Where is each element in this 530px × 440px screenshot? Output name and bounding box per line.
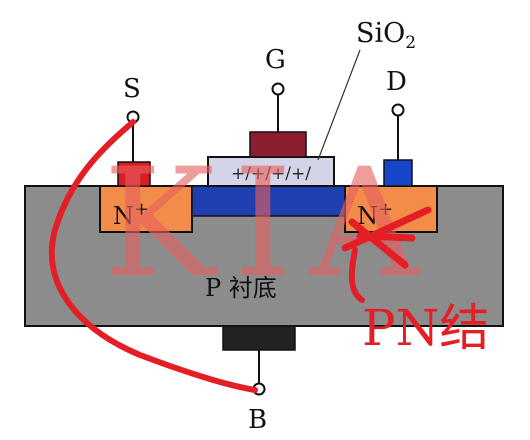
watermark-text: KIA [103,137,437,311]
gate-label: G [265,45,286,75]
body-contact [222,325,296,351]
pn-junction-label: PN结 [362,299,489,357]
drain-terminal-node [391,103,405,117]
substrate-label: P 衬底 [205,274,277,302]
gate-terminal-node [271,82,285,96]
source-body-loop-stroke [48,119,258,393]
drain-region-label: N+ [357,199,393,230]
pn-annotation-pointer [348,247,365,303]
gate-electrode [249,131,307,158]
source-label: S [123,74,141,104]
source-region-superscript: + [134,199,149,220]
drain-contact [383,159,413,187]
oxide-label: SiO2 [356,18,416,53]
oxide-pointer-line [317,49,361,161]
pn-junction-marker [341,206,432,269]
source-n-plus-region [99,185,193,233]
channel-region [191,185,346,217]
body-label: B [248,405,267,435]
drain-label: D [386,67,407,97]
source-region-label: N+ [113,199,149,230]
oxide-charges: +/+/+/+/ [231,164,311,184]
oxide-subscript: 2 [405,33,416,53]
source-contact [117,161,151,187]
drain-region-superscript: + [378,199,393,220]
